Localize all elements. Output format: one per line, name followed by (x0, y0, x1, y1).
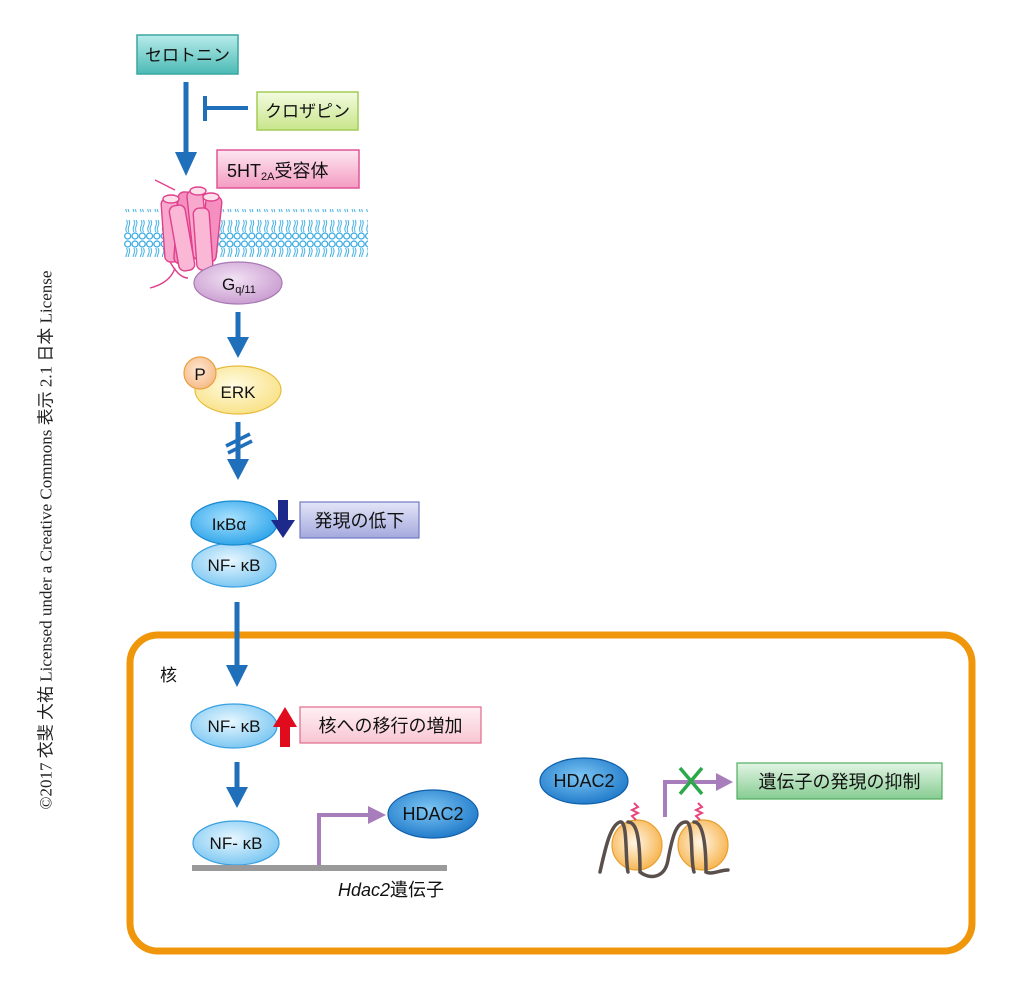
transcription-arrow (317, 806, 386, 865)
clozapine-node: クロザピン (256, 91, 359, 131)
increase-arrow-icon (273, 707, 297, 747)
hdac2-protein-product: HDAC2 (387, 789, 479, 839)
serotonin-node: セロトニン (136, 34, 239, 75)
nucleus-boundary (126, 631, 976, 955)
inhibition-bar-clozapine (203, 96, 248, 121)
block-x-icon (678, 766, 704, 796)
gene-repression-node: 遺伝子の発現の抑制 (736, 762, 943, 800)
clozapine-box (256, 91, 359, 131)
ikba-label: IκBα (212, 515, 247, 534)
receptor-label-node: 5HT2A受容体 (216, 149, 360, 189)
acetyl-mark-1 (629, 802, 641, 821)
erk-protein: P ERK (183, 356, 282, 415)
acetyl-mark-2 (693, 802, 705, 821)
erk-label: ERK (221, 383, 257, 402)
activation-arrow-serotonin (175, 82, 197, 176)
receptor-label: 5HT2A受容体 (227, 161, 328, 183)
hdac2-gene-line (192, 865, 447, 871)
nfkb-label-gene: NF- κB (210, 834, 263, 853)
translocation-increase-label: 核への移行の増加 (319, 716, 463, 736)
phospho-label: P (194, 365, 205, 384)
serotonin-label: セロトニン (145, 46, 230, 65)
expression-decrease-label: 発現の低下 (315, 511, 405, 531)
translocation-increase-node: 核への移行の増加 (299, 706, 482, 744)
chromatin-nucleosomes-icon (598, 802, 730, 879)
receptor-7tm-icon (149, 179, 223, 289)
expression-decrease-node: 発現の低下 (299, 501, 420, 539)
gq11-label: Gq/11 (222, 275, 256, 296)
decrease-arrow-icon (271, 500, 295, 538)
serotonin-box (136, 34, 239, 75)
multistep-arrow-erk-ikba (225, 422, 253, 480)
clozapine-label: クロザピン (265, 102, 350, 121)
nfkb-on-gene: NF- κB (192, 820, 280, 866)
nfkb-ikba-complex: NF- κB IκBα (190, 500, 278, 588)
cell-membrane (124, 209, 368, 257)
receptor-box (216, 149, 360, 189)
translocation-arrow (226, 602, 248, 687)
hdac2-protein-repressor: HDAC2 (539, 757, 629, 805)
gene-repression-label: 遺伝子の発現の抑制 (759, 772, 921, 792)
copyright-notice: ©2017 衣斐 大祐 Licensed under a Creative Co… (36, 270, 56, 810)
activation-arrow-nfkb-gene (226, 762, 248, 808)
hdac2-gene-label: Hdac2遺伝子 (338, 880, 444, 900)
nfkb-label-nucleus: NF- κB (208, 717, 261, 736)
phosphate-icon (183, 356, 217, 390)
nucleus-label: 核 (160, 666, 177, 685)
nucleosome-1 (611, 819, 663, 871)
blocked-transcription-arrow (663, 773, 733, 817)
nfkb-nucleus: NF- κB (190, 703, 278, 749)
activation-arrow-gq-erk (227, 312, 249, 358)
gq11-protein: Gq/11 (193, 261, 283, 305)
nfkb-label-cytoplasm: NF- κB (208, 556, 261, 575)
hdac2-label-repressor: HDAC2 (553, 771, 614, 791)
hdac2-label-product: HDAC2 (402, 804, 463, 824)
